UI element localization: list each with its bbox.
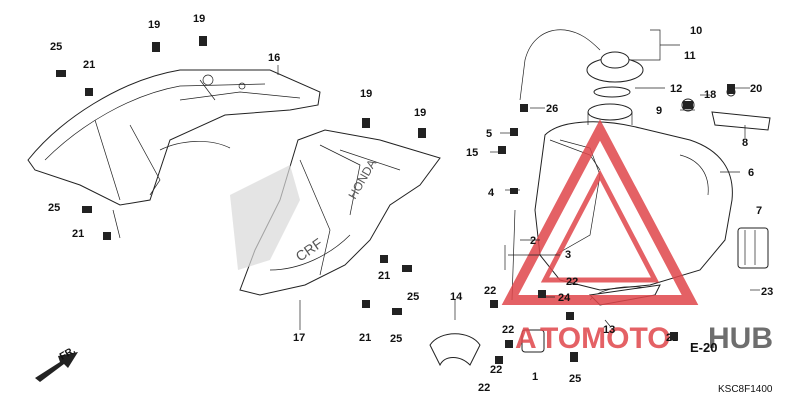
callout-11: 11 xyxy=(684,50,696,62)
callout-22-a: 22 xyxy=(484,285,496,297)
callout-23: 23 xyxy=(761,286,773,298)
callout-22-b: 22 xyxy=(502,324,514,336)
callout-21-c: 21 xyxy=(378,270,390,282)
callout-25-d: 25 xyxy=(390,333,402,345)
section-reference: E-20 xyxy=(690,340,717,355)
callout-19-c: 19 xyxy=(360,88,372,100)
callout-21-b: 21 xyxy=(72,228,84,240)
callout-24: 24 xyxy=(558,292,571,304)
diagram-code: KSC8F1400 xyxy=(718,384,773,395)
callout-25-c: 25 xyxy=(407,291,419,303)
leader-lines xyxy=(112,29,760,330)
watermark-logo: A TOMOTO HUB xyxy=(501,119,773,355)
callout-15: 15 xyxy=(466,147,478,159)
callout-19-d: 19 xyxy=(414,107,426,119)
callout-25-b: 25 xyxy=(48,202,60,214)
callout-25-e: 25 xyxy=(569,373,581,385)
callout-19-a: 19 xyxy=(148,19,160,31)
callout-22-c: 22 xyxy=(490,364,502,376)
left-radiator-shroud xyxy=(27,69,321,206)
callout-26: 26 xyxy=(546,103,558,115)
right-radiator-shroud: CRF HONDA xyxy=(230,129,441,296)
callout-9: 9 xyxy=(656,105,662,117)
callout-12: 12 xyxy=(670,83,682,95)
callout-10: 10 xyxy=(690,25,702,37)
callout-19-b: 19 xyxy=(193,13,205,25)
callout-4: 4 xyxy=(488,187,495,199)
front-direction-label: FR. xyxy=(58,345,78,363)
callout-5: 5 xyxy=(486,128,492,140)
callout-20: 20 xyxy=(750,83,762,95)
callout-21-d: 21 xyxy=(359,332,371,344)
callout-1: 1 xyxy=(532,371,538,383)
callout-18: 18 xyxy=(704,89,716,101)
callout-25-a: 25 xyxy=(50,41,62,53)
callout-17: 17 xyxy=(293,332,305,344)
callout-14: 14 xyxy=(450,291,463,303)
callout-13: 13 xyxy=(603,324,615,336)
callout-22-d: 22 xyxy=(478,382,490,394)
callout-numbers: 1 2 3 4 5 6 7 8 9 10 11 12 13 14 15 16 1… xyxy=(48,13,773,394)
callout-3: 3 xyxy=(565,249,571,261)
bolt-icons xyxy=(56,36,735,364)
callout-22-e: 22 xyxy=(566,276,578,288)
front-direction-arrow: FR. xyxy=(35,345,78,382)
watermark-text-mid: TOMOTO xyxy=(540,322,671,355)
callout-21-a: 21 xyxy=(83,59,95,71)
callout-7: 7 xyxy=(756,205,762,217)
watermark-text-left: A xyxy=(515,322,537,355)
fuel-cap-assembly xyxy=(519,29,644,101)
callout-6: 6 xyxy=(748,167,754,179)
callout-16: 16 xyxy=(268,52,280,64)
callout-2: 2 xyxy=(530,235,536,247)
watermark-text-right: HUB xyxy=(708,322,773,355)
callout-8: 8 xyxy=(742,137,748,149)
